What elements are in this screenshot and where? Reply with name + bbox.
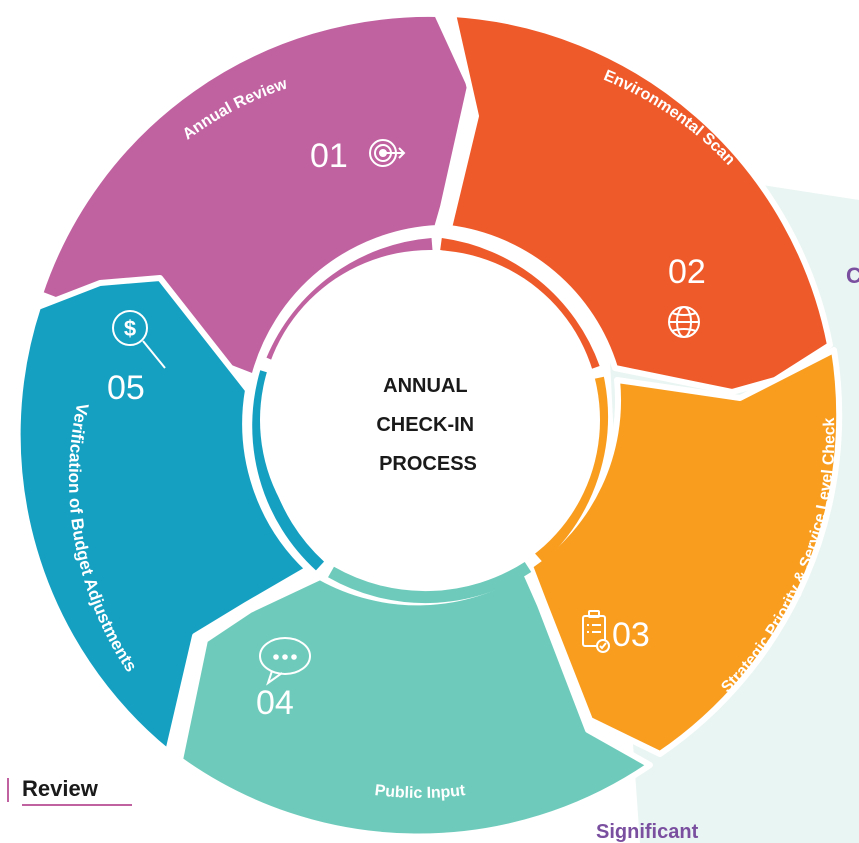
segment-budget-verification[interactable] (14, 275, 311, 755)
inner-arc-priority (534, 376, 608, 563)
step-number-04: 04 (256, 684, 294, 722)
segment-environmental-scan[interactable] (446, 11, 833, 395)
speech-bubble-icon (259, 637, 311, 686)
segment-strategic-priority[interactable] (527, 347, 843, 757)
step-number-02: 02 (668, 253, 706, 291)
edge-letter: C (846, 263, 859, 288)
globe-icon (668, 306, 700, 338)
center-title-line-1: ANNUAL (383, 375, 467, 397)
center-title-line-3: PROCESS (379, 453, 477, 475)
center-title: ANNUAL CHECK-IN PROCESS (376, 375, 479, 475)
inner-arc-input (328, 561, 532, 604)
inner-arc-scan (440, 238, 600, 371)
step-number-05: 05 (107, 369, 145, 407)
target-icon (369, 139, 406, 167)
center-title-line-2: CHECK-IN (376, 414, 474, 436)
significant-label: Significant (596, 821, 699, 843)
label-public-input-text: Public Input (374, 782, 467, 802)
checklist-icon (582, 610, 610, 653)
dollar-sign: $ (124, 316, 136, 341)
label-public-input: Public Input (374, 782, 467, 802)
review-heading: Review (22, 776, 99, 801)
center-disc (260, 250, 600, 590)
dollar-search-icon: $ (112, 310, 166, 369)
inner-arc-budget (252, 370, 325, 571)
step-number-03: 03 (612, 616, 650, 654)
step-number-01: 01 (310, 137, 348, 175)
